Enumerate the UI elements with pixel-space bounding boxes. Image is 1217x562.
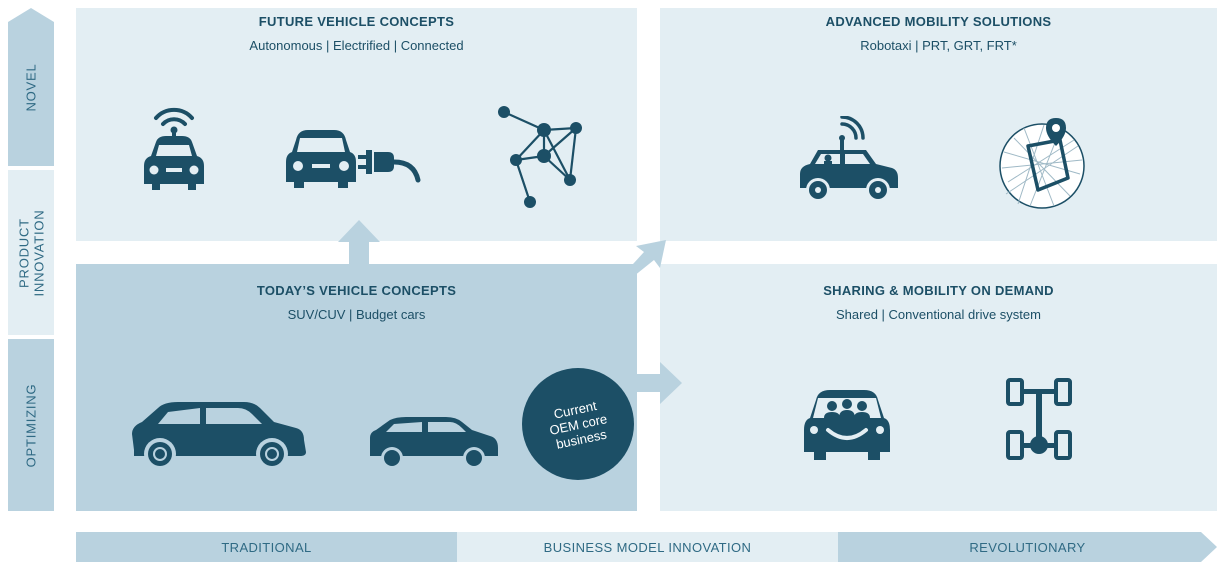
quadrant-future-vehicle-concepts: FUTURE VEHICLE CONCEPTS Autonomous | Ele… bbox=[76, 8, 637, 241]
axis-y-novel-label: NOVEL bbox=[23, 62, 39, 112]
axis-y-optimizing-label: OPTIMIZING bbox=[23, 383, 39, 467]
suv-icon bbox=[128, 400, 308, 470]
axis-x-revolutionary: REVOLUTIONARY bbox=[838, 532, 1217, 562]
arrow-diagonal-icon bbox=[622, 238, 666, 281]
quadrant-subtitle: Shared | Conventional drive system bbox=[836, 307, 1041, 322]
hatchback-icon bbox=[366, 416, 500, 470]
core-business-label: Current OEM core business bbox=[547, 397, 609, 452]
axis-y-novel: NOVEL bbox=[8, 8, 54, 166]
axis-y-product-innovation: PRODUCT INNOVATION bbox=[8, 170, 54, 335]
quadrant-title: TODAY’S VEHICLE CONCEPTS bbox=[256, 283, 457, 298]
map-pin-icon bbox=[994, 112, 1090, 212]
core-business-circle: Current OEM core business bbox=[522, 368, 634, 480]
quadrant-title: FUTURE VEHICLE CONCEPTS bbox=[258, 14, 455, 29]
quadrant-advanced-mobility-solutions: ADVANCED MOBILITY SOLUTIONS Robotaxi | P… bbox=[660, 8, 1217, 241]
network-icon bbox=[494, 104, 590, 208]
axis-x-traditional: TRADITIONAL bbox=[76, 532, 457, 562]
quadrant-subtitle: SUV/CUV | Budget cars bbox=[287, 307, 426, 322]
quadrant-subtitle: Autonomous | Electrified | Connected bbox=[249, 38, 464, 53]
quadrant-title: SHARING & MOBILITY ON DEMAND bbox=[823, 283, 1054, 298]
quadrant-title: ADVANCED MOBILITY SOLUTIONS bbox=[825, 14, 1052, 29]
drivetrain-icon bbox=[1004, 376, 1074, 462]
axis-x-business-model-innovation: BUSINESS MODEL INNOVATION bbox=[457, 532, 838, 562]
electric-car-icon bbox=[282, 126, 426, 190]
axis-y-product-innovation-label: PRODUCT INNOVATION bbox=[16, 209, 46, 296]
axis-x-revolutionary-label: REVOLUTIONARY bbox=[969, 539, 1086, 555]
quadrant-subtitle: Robotaxi | PRT, GRT, FRT* bbox=[860, 38, 1017, 53]
arrow-right-icon bbox=[636, 362, 682, 409]
robotaxi-icon bbox=[796, 116, 902, 208]
autonomous-car-icon bbox=[136, 100, 212, 190]
quadrant-sharing-mobility-on-demand: SHARING & MOBILITY ON DEMAND Shared | Co… bbox=[660, 264, 1217, 511]
shared-ride-icon bbox=[802, 388, 892, 464]
quadrant-todays-vehicle-concepts: TODAY’S VEHICLE CONCEPTS SUV/CUV | Budge… bbox=[76, 264, 637, 511]
axis-y-optimizing: OPTIMIZING bbox=[8, 339, 54, 511]
axis-x-traditional-label: TRADITIONAL bbox=[221, 539, 312, 555]
arrow-up-icon bbox=[338, 220, 380, 271]
axis-x-business-model-innovation-label: BUSINESS MODEL INNOVATION bbox=[543, 539, 752, 555]
